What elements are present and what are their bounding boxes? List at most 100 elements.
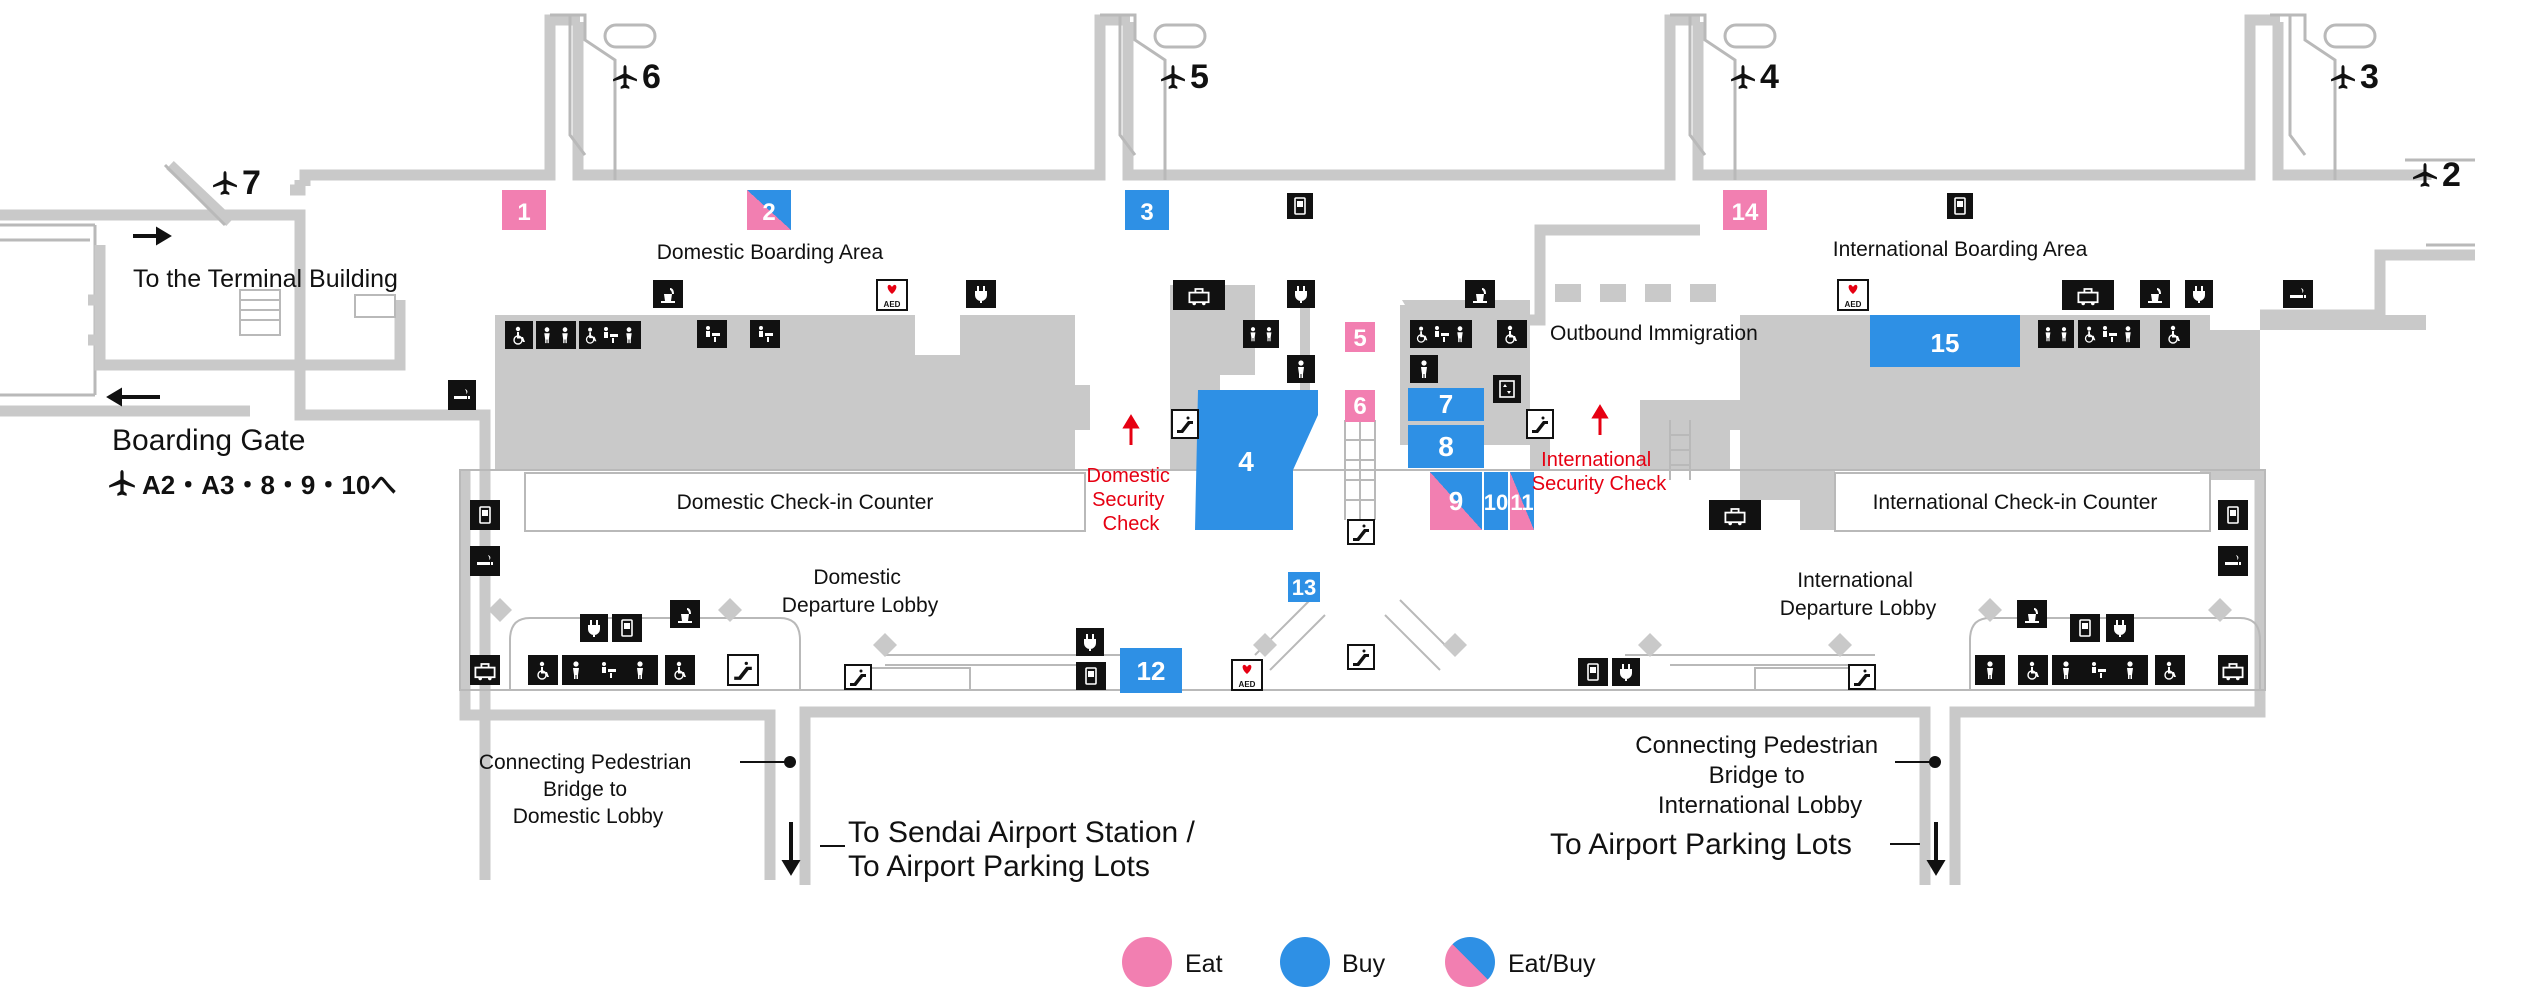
shop-14[interactable] xyxy=(1723,190,1767,230)
to-station-line-2: To Airport Parking Lots xyxy=(848,850,1150,883)
to-station-line-1: To Sendai Airport Station / xyxy=(848,816,1196,849)
checkin-counters xyxy=(524,472,2211,532)
bridge-domestic-line-3: Domestic Lobby xyxy=(513,805,664,828)
plane-icon xyxy=(213,171,237,195)
gate-7-label: 7 xyxy=(242,164,261,202)
shop-12-label: 12 xyxy=(1137,656,1166,686)
restroom-icon[interactable] xyxy=(1497,320,1527,348)
immigration-booths xyxy=(1555,284,1716,302)
terminal-building-outline xyxy=(88,245,406,371)
legend-buy-swatch xyxy=(1280,937,1330,987)
boarding-gate-title: Boarding Gate xyxy=(112,424,305,457)
restroom-icon[interactable] xyxy=(2160,320,2190,348)
shop-14-label: 14 xyxy=(1732,199,1759,226)
shop-2[interactable] xyxy=(747,190,791,230)
shop-5[interactable] xyxy=(1345,322,1375,352)
arrow-up-red-icon xyxy=(1122,414,1140,445)
toilet-icon[interactable] xyxy=(2038,320,2074,348)
shop-1[interactable] xyxy=(502,190,546,230)
aed-icon[interactable] xyxy=(876,279,908,311)
trash-icon[interactable] xyxy=(727,654,759,686)
legend-eatbuy-label: Eat/Buy xyxy=(1508,950,1596,978)
international-lobby-line-2: Departure Lobby xyxy=(1780,597,1937,620)
escalator-icon[interactable] xyxy=(1347,519,1375,545)
lift-icon[interactable] xyxy=(2062,280,2114,310)
shop-10[interactable] xyxy=(1484,472,1508,530)
shop-2-label: 2 xyxy=(762,199,775,226)
shop-7[interactable] xyxy=(1408,388,1484,421)
aed-icon[interactable] xyxy=(1837,279,1869,311)
to-station-label: To Sendai Airport Station / To Airport P… xyxy=(848,816,1203,883)
shop-9-label: 9 xyxy=(1449,486,1463,516)
elevator-icon[interactable] xyxy=(1171,409,1199,439)
shop-6-label: 6 xyxy=(1353,393,1366,420)
shop-6[interactable] xyxy=(1345,390,1375,422)
arrow-up-red-icon xyxy=(1591,404,1609,435)
gate-piers xyxy=(0,13,2475,397)
domestic-lobby-line-1: Domestic xyxy=(813,566,901,589)
area-labels: To the Terminal Building Domestic Boardi… xyxy=(109,238,2157,883)
international-security-label: International Security Check xyxy=(1532,449,1667,495)
bridge-domestic-label: Connecting Pedestrian Bridge to Domestic… xyxy=(479,751,697,828)
international-lobby-line-1: International xyxy=(1797,569,1913,592)
shop-8-label: 8 xyxy=(1438,431,1454,462)
shop-15[interactable] xyxy=(1870,315,2020,367)
elevator-icon[interactable] xyxy=(1526,409,1554,439)
outbound-immigration-label: Outbound Immigration xyxy=(1550,322,1758,345)
smoking-area-icon[interactable] xyxy=(448,380,476,410)
lift-icon[interactable] xyxy=(1173,280,1225,310)
legend-eat-label: Eat xyxy=(1185,950,1223,978)
plane-icon xyxy=(613,65,637,89)
pillars xyxy=(488,598,2232,657)
arrow-down-icon xyxy=(1926,822,1946,876)
domestic-security-line-3: Check xyxy=(1103,513,1161,535)
shop-11[interactable] xyxy=(1510,472,1534,530)
plane-icon xyxy=(109,470,135,496)
legend-eatbuy-swatch xyxy=(1445,937,1495,987)
arrow-left-icon xyxy=(106,387,160,407)
to-terminal-label: To the Terminal Building xyxy=(133,265,398,293)
shop-13[interactable] xyxy=(1288,572,1320,602)
toilet-icon[interactable] xyxy=(1243,320,1279,348)
international-security-line-1: International xyxy=(1541,449,1651,471)
gate-2-label: 2 xyxy=(2442,156,2461,194)
domestic-checkin-label: Domestic Check-in Counter xyxy=(677,491,934,514)
international-checkin-label: International Check-in Counter xyxy=(1873,491,2158,514)
pointer-lines xyxy=(740,756,1941,847)
smoking-area-icon[interactable] xyxy=(470,546,500,576)
shop-4-label: 4 xyxy=(1238,446,1254,477)
escalator-icon[interactable] xyxy=(1347,644,1375,670)
shop-9[interactable] xyxy=(1430,472,1482,530)
escalator-icon[interactable] xyxy=(844,664,872,690)
shop-3-label: 3 xyxy=(1140,199,1153,226)
bridge-domestic-line-2: Bridge to xyxy=(543,778,627,801)
shop-4[interactable] xyxy=(1195,390,1318,530)
bridge-international-label: Connecting Pedestrian Bridge to Internat… xyxy=(1635,732,1885,819)
to-parking-label: To Airport Parking Lots xyxy=(1550,828,1852,861)
shops: 1 2 3 4 5 6 7 8 9 10 11 12 13 14 15 xyxy=(502,190,2020,693)
toilet-icon[interactable] xyxy=(536,321,576,349)
shop-8[interactable] xyxy=(1408,425,1484,468)
shop-3[interactable] xyxy=(1125,190,1169,230)
lobby-lower-lines xyxy=(459,420,2266,691)
locker-icon[interactable] xyxy=(1493,375,1521,403)
terminal-building-stairs xyxy=(239,289,396,336)
gate-4-label: 4 xyxy=(1760,58,1779,96)
gate-6-label: 6 xyxy=(642,58,661,96)
aed-icon[interactable] xyxy=(1231,659,1263,691)
arrow-right-icon xyxy=(133,226,172,246)
shop-1-label: 1 xyxy=(517,199,530,226)
shop-7-label: 7 xyxy=(1439,389,1453,419)
bridge-international-line-1: Connecting Pedestrian xyxy=(1635,732,1878,759)
domestic-security-line-1: Domestic xyxy=(1087,465,1170,487)
gate-jetways xyxy=(603,23,2377,49)
direction-arrows xyxy=(106,226,1946,876)
escalator-icon[interactable] xyxy=(1848,664,1876,690)
boarding-gate-list: A2・A3・8・9・10へ xyxy=(142,470,396,500)
aed-label: AED xyxy=(1239,680,1256,689)
shop-12[interactable] xyxy=(1120,648,1182,693)
lift-icon[interactable] xyxy=(1709,500,1761,530)
smoking-area-icon[interactable] xyxy=(2283,280,2313,308)
smoking-area-icon[interactable] xyxy=(2218,546,2248,576)
